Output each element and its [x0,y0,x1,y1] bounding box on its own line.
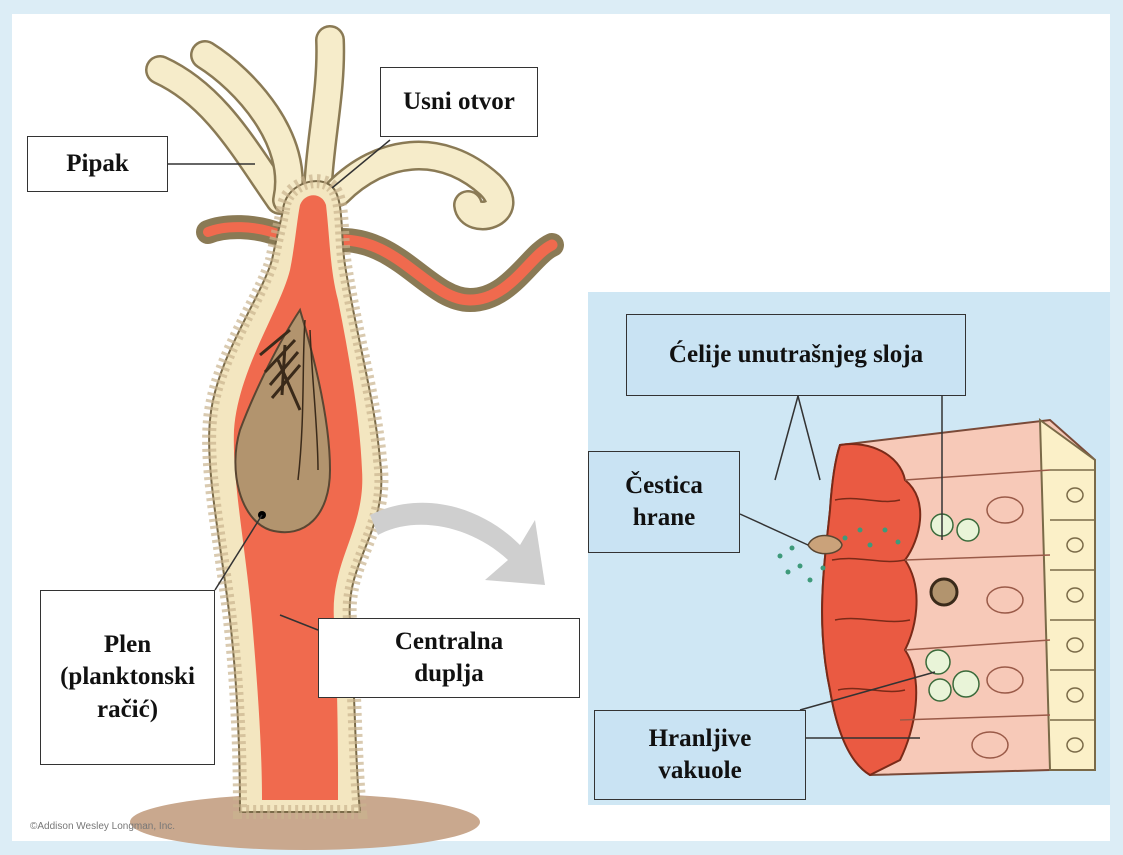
label-celije: Ćelije unutrašnjeg sloja [626,314,966,396]
label-centralna-duplja: Centralna duplja [318,618,580,698]
label-text: Plen [104,629,151,662]
label-pipak: Pipak [27,136,168,192]
label-text: (planktonski [60,661,195,694]
label-text: Pipak [66,148,129,181]
label-usni-otvor: Usni otvor [380,67,538,137]
label-text: Hranljive [649,723,752,756]
label-text: duplja [414,658,483,691]
label-hranljive-vakuole: Hranljive vakuole [594,710,806,800]
copyright-credit: ©Addison Wesley Longman, Inc. [30,821,175,832]
label-plen: Plen (planktonski račić) [40,590,215,765]
label-text: Usni otvor [403,86,515,119]
engulfed-particle [931,579,957,605]
label-text: račić) [97,694,158,727]
label-cestica-hrane: Čestica hrane [588,451,740,553]
label-text: hrane [633,502,696,535]
label-text: Ćelije unutrašnjeg sloja [669,339,923,372]
zoom-arrow [370,503,545,585]
label-text: Čestica [625,470,703,503]
label-text: vakuole [658,755,741,788]
tissue-block [822,420,1095,775]
label-text: Centralna [395,626,503,659]
